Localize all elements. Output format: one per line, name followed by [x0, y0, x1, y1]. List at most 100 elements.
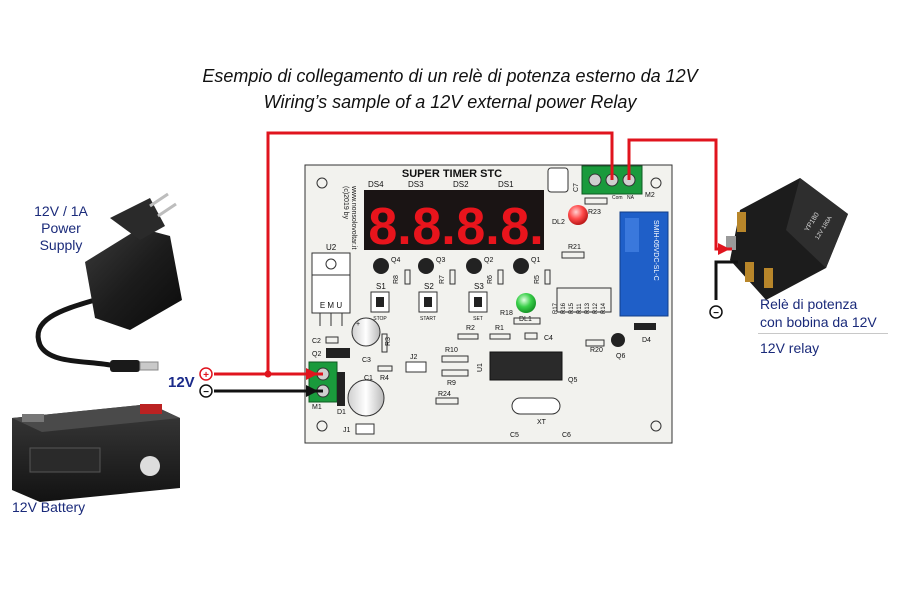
wire-positive-to-com: [266, 131, 614, 374]
display-digit-4: 8.: [500, 198, 543, 256]
resistor-r2: [457, 333, 479, 340]
input-voltage-label: 12V: [168, 374, 195, 391]
caption-s3: SET: [473, 316, 483, 322]
capacitor-c1: [347, 379, 385, 417]
label-r4: R4: [380, 375, 389, 382]
battery-terminal-neg: [22, 414, 44, 422]
board-copyright: (c)2019 by: [342, 186, 349, 220]
relay-minus: −: [713, 308, 719, 319]
label-r11: R11: [577, 303, 583, 314]
label-r2: R2: [466, 325, 475, 332]
label-r17: R17: [553, 302, 559, 314]
label-r3: R3: [385, 337, 392, 346]
label-r21: R21: [568, 244, 581, 251]
caption-s1: STOP: [373, 316, 387, 322]
u2-body: [311, 274, 351, 314]
transistor-q1: [513, 258, 529, 274]
battery-label: 12V Battery: [12, 499, 86, 515]
display-label-ds1: DS1: [498, 180, 514, 189]
label-r12: R12: [593, 302, 599, 314]
terminal-m2-screw: [588, 173, 602, 187]
mounting-hole: [316, 177, 328, 189]
button-s2-cap: [424, 297, 432, 307]
transistor-q2: [466, 258, 482, 274]
button-s1-cap: [376, 297, 384, 307]
relay-terminal: [764, 268, 773, 288]
led-dl1: [516, 293, 536, 313]
relay-label-line1: Relè di potenza: [760, 296, 858, 312]
label-dl1: DL1: [519, 316, 532, 323]
dc-plug: [110, 360, 140, 372]
label-c5: C5: [510, 432, 519, 439]
diode-d4: [634, 323, 656, 330]
wire-relay-negative: [714, 260, 738, 300]
label-q2-reg: Q2: [312, 351, 321, 358]
resistor-r18: [513, 317, 541, 325]
label-dl2: DL2: [552, 219, 565, 226]
arrow-relay-positive: [718, 243, 730, 255]
display-label-ds4: DS4: [368, 180, 384, 189]
label-s1: S1: [376, 282, 386, 291]
adapter-prong-1: [149, 192, 169, 208]
label-r10: R10: [445, 347, 458, 354]
polarity-plus: +: [203, 370, 209, 381]
relay-minus-marker: [709, 305, 723, 319]
relay-terminal: [737, 212, 746, 232]
battery-sticker: [29, 447, 101, 473]
label-c6: C6: [562, 432, 571, 439]
label-r13: R13: [585, 302, 591, 314]
label-c7: C7: [573, 183, 580, 192]
dc-plug-tip: [139, 361, 159, 371]
resistor-r7: [449, 269, 456, 285]
label-c3: C3: [362, 357, 371, 364]
resistor-r5: [544, 269, 551, 285]
resistor-bank: R17 R16 R15 R11 R13 R12 R14: [553, 287, 612, 314]
adapter-prong-2: [157, 202, 177, 218]
label-c2: C2: [312, 338, 321, 345]
label-d4: D4: [642, 337, 651, 344]
u2-hole: [325, 258, 337, 270]
resistor-r9: [441, 369, 469, 377]
wire-junction: [264, 370, 272, 378]
external-relay: YP180 12V 180A: [726, 178, 848, 300]
caption-s2: START: [420, 316, 436, 322]
relay-label: Relè di potenza con bobina da 12V: [760, 295, 877, 331]
led-dl2: [568, 205, 588, 225]
label-na: NA: [627, 195, 635, 201]
label-r5: R5: [534, 275, 541, 284]
relay-label-divider: [758, 333, 888, 334]
resistor-r1: [489, 333, 511, 340]
u2-heatsink: [311, 252, 351, 276]
mounting-hole: [650, 420, 662, 432]
relay-label-line2: con bobina da 12V: [760, 314, 877, 330]
label-q2: Q2: [484, 257, 493, 264]
pcb-board: SUPER TIMER STC (c)2019 by www.nonsolovo…: [304, 164, 673, 444]
relay-terminal: [745, 262, 754, 282]
display-digit-1: 8.: [368, 198, 411, 256]
power-supply-label-line2: Power: [41, 220, 81, 236]
label-r16: R16: [561, 302, 567, 314]
power-supply-label: 12V / 1A Power Supply: [22, 203, 100, 254]
label-s2: S2: [424, 282, 434, 291]
label-xt: XT: [537, 419, 547, 426]
battery-logo: [140, 456, 160, 476]
label-q1: Q1: [531, 257, 540, 264]
jumper-j1: [355, 423, 375, 435]
relay-module-badge: [625, 218, 639, 252]
label-c4: C4: [544, 335, 553, 342]
resistor-r20: [585, 339, 605, 347]
relay-case-side: [786, 178, 848, 268]
label-r14: R14: [601, 302, 607, 314]
title-italian: Esempio di collegamento di un relè di po…: [202, 66, 698, 86]
label-r24: R24: [438, 391, 451, 398]
mounting-hole: [650, 177, 662, 189]
arrow-input-negative: [306, 385, 318, 397]
ic-u1: [489, 351, 563, 381]
label-u2: U2: [326, 243, 337, 252]
capacitor-c7: [547, 167, 569, 193]
capacitor-c2: [325, 336, 339, 344]
label-r9: R9: [447, 380, 456, 387]
transistor-q4: [373, 258, 389, 274]
label-j2: J2: [410, 354, 418, 361]
